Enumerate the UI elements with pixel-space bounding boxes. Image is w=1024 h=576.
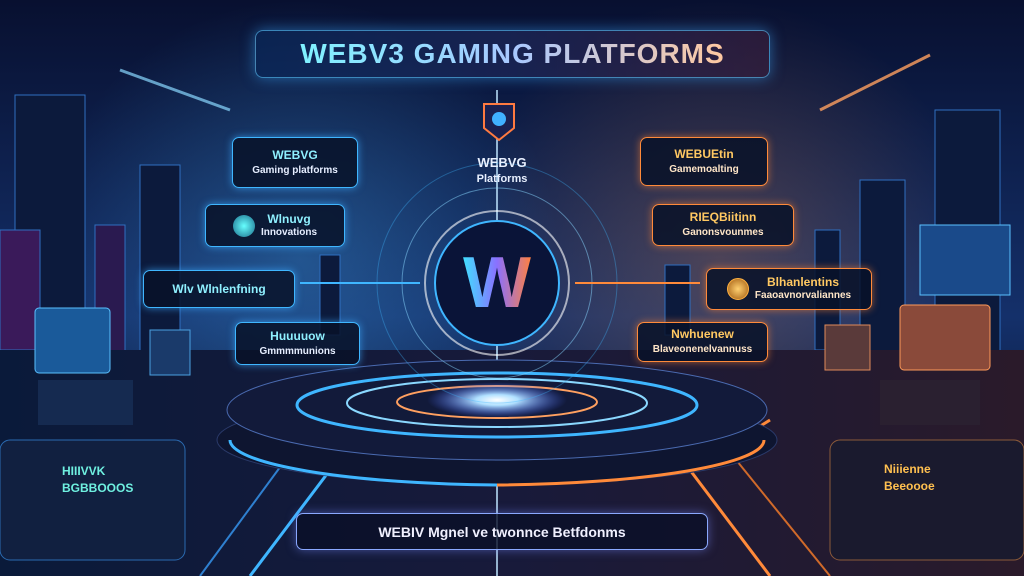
center-label-line2: Platforms [476, 172, 528, 185]
panel-subtitle: Gmmmmunions [259, 345, 336, 357]
left-panel-3: Wlv Wlnlenfning [143, 270, 295, 308]
panel-subtitle: Gaming platforms [252, 164, 338, 176]
center-label: WEBVG Platforms [462, 155, 542, 186]
panel-subtitle: Faaoavnorvaliannes [754, 290, 852, 302]
center-label-line1: WEBVG [477, 155, 527, 170]
left-panel-1: WEBVG Gaming platforms [232, 137, 358, 188]
panel-title: Wlnuvg [267, 211, 311, 226]
seat-right-line2: Beeoooe [884, 478, 935, 493]
panel-title: WEBVG [272, 147, 318, 162]
panel-title: Wlv Wlnlenfning [172, 281, 266, 296]
page-title: WEBV3 GAMING PLATFORMS [255, 30, 770, 78]
bottom-banner-text: WEBIV Mgnel ve twonnce Betfdonms [378, 523, 626, 540]
w-logo: W [447, 245, 547, 321]
seat-left-line2: BGBBOOOS [62, 480, 134, 495]
right-panel-2: RIEQBiitinn Ganonsvounmes [652, 204, 794, 246]
panel-title: RIEQBiitinn [689, 210, 757, 225]
title-text: WEBV3 GAMING PLATFORMS [300, 38, 725, 69]
seat-left-line1: HIIIVVK [62, 464, 106, 478]
left-panel-4: Huuuuow Gmmmmunions [235, 322, 360, 365]
gamepad-icon [232, 214, 255, 237]
seat-right-label: Niiienne Beeoooe [884, 461, 935, 495]
panel-title: Huuuuow [270, 328, 325, 343]
right-panel-4: Nwhuenew Blaveonenelvannuss [637, 322, 768, 362]
panel-subtitle: Blaveonenelvannuss [652, 344, 753, 356]
seat-left-label: HIIIVVK BGBBOOOS [62, 463, 133, 497]
panel-subtitle: Gamemoalting [669, 163, 739, 175]
monitors [34, 304, 991, 425]
w-logo-letter: W [463, 243, 531, 323]
right-panel-1: WEBUEtin Gamemoalting [640, 137, 768, 186]
coin-icon [726, 278, 749, 300]
bottom-banner: WEBIV Mgnel ve twonnce Betfdonms [296, 513, 708, 550]
panel-title: Blhanlentins [766, 275, 839, 290]
panel-title: WEBUEtin [674, 146, 734, 161]
panel-subtitle: Ganonsvounmes [682, 227, 764, 239]
platform [216, 359, 778, 487]
panel-subtitle: Innovations [260, 226, 318, 238]
rings [300, 162, 700, 404]
seat-right-line1: Niiienne [884, 462, 931, 476]
panel-title: Nwhuenew [671, 327, 734, 342]
